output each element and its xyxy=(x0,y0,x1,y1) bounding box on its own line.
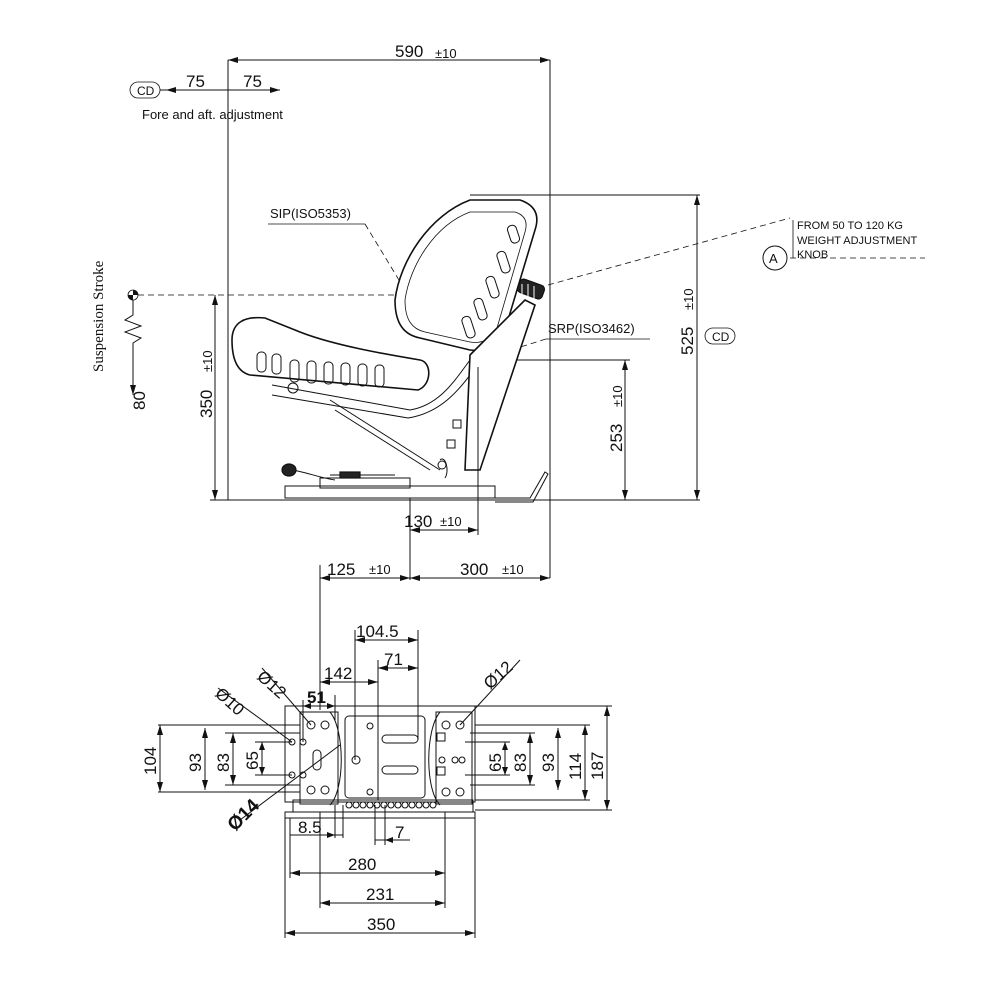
dim-142: 142 xyxy=(324,664,352,683)
tol-300: ±10 xyxy=(502,562,524,577)
dim-525: 525 xyxy=(678,327,697,355)
dim-65-left: 65 xyxy=(243,751,262,770)
dim-71: 71 xyxy=(384,650,403,669)
tol-253: ±10 xyxy=(610,385,625,407)
callout-a-label: A xyxy=(769,251,778,266)
cushion-ribs xyxy=(256,351,385,388)
sip-label: SIP(ISO5353) xyxy=(270,206,351,221)
srp-label: SRP(ISO3462) xyxy=(548,321,635,336)
seat-cushion xyxy=(231,316,430,391)
dim-300: 300 xyxy=(460,560,488,579)
dim-130: 130 xyxy=(404,512,432,531)
spring-icon xyxy=(123,300,143,395)
dim-590: 590 xyxy=(395,42,423,61)
dim-51: 51 xyxy=(307,688,326,707)
fore-aft-lever-knob-icon xyxy=(281,463,297,477)
cd-right-label: CD xyxy=(712,330,730,344)
dim-8-5: 8.5 xyxy=(298,818,322,837)
backrest-bracket xyxy=(464,299,536,471)
adjust-holes-row xyxy=(345,801,437,809)
plan-view: 104.5 71 142 51 Ø12 Ø10 Ø12 Ø14 1 xyxy=(141,622,612,938)
fore-aft-75-left: 75 xyxy=(186,72,205,91)
dim-104-left: 104 xyxy=(141,747,160,775)
fore-aft-label: Fore and aft. adjustment xyxy=(142,107,283,122)
tol-125: ±10 xyxy=(369,562,391,577)
dia12-left: Ø12 xyxy=(253,667,290,703)
slot xyxy=(381,765,419,775)
dim-7: 7 xyxy=(395,823,404,842)
weight-note-line1: FROM 50 TO 120 KG xyxy=(797,220,903,232)
weight-note-line2: WEIGHT ADJUSTMENT xyxy=(797,235,917,247)
dim-187-right: 187 xyxy=(588,752,607,780)
dia10: Ø10 xyxy=(211,684,248,720)
callout-a-circle xyxy=(762,245,788,271)
dim-65-right: 65 xyxy=(486,753,505,772)
weight-note-line3: KNOB xyxy=(797,249,828,261)
tol-130: ±10 xyxy=(440,514,462,529)
slot xyxy=(381,734,419,744)
weight-knob-icon xyxy=(516,278,546,300)
dim-83-left: 83 xyxy=(214,753,233,772)
center-plate xyxy=(344,715,426,799)
cd-left-label: CD xyxy=(137,84,155,98)
suspension-value: 80 xyxy=(130,391,149,410)
seat-base-rail xyxy=(284,485,496,499)
mounting-holes xyxy=(288,720,466,797)
dia14: Ø14 xyxy=(224,795,265,836)
side-view: 590 ±10 CD 75 75 Fore and aft. adjustmen… xyxy=(91,42,925,710)
dim-104-5: 104.5 xyxy=(356,622,399,641)
base-plate xyxy=(284,705,476,803)
backrest-ribs xyxy=(461,224,521,339)
dim-125: 125 xyxy=(327,560,355,579)
tol-590: ±10 xyxy=(435,46,457,61)
tol-525: ±10 xyxy=(681,288,696,310)
dim-253: 253 xyxy=(607,424,626,452)
fore-aft-75-right: 75 xyxy=(243,72,262,91)
tol-350: ±10 xyxy=(200,350,215,372)
dim-83-right: 83 xyxy=(511,753,530,772)
suspension-stroke-label: Suspension Stroke xyxy=(91,260,107,372)
dia12-right: Ø12 xyxy=(480,657,517,693)
dim-93-right: 93 xyxy=(539,753,558,772)
dim-350: 350 xyxy=(197,390,216,418)
dim-231: 231 xyxy=(366,885,394,904)
cd-badge-right xyxy=(704,327,736,345)
dim-280: 280 xyxy=(348,855,376,874)
dim-350-bottom: 350 xyxy=(367,915,395,934)
dim-114-right: 114 xyxy=(566,753,585,780)
dim-93-left: 93 xyxy=(186,753,205,772)
